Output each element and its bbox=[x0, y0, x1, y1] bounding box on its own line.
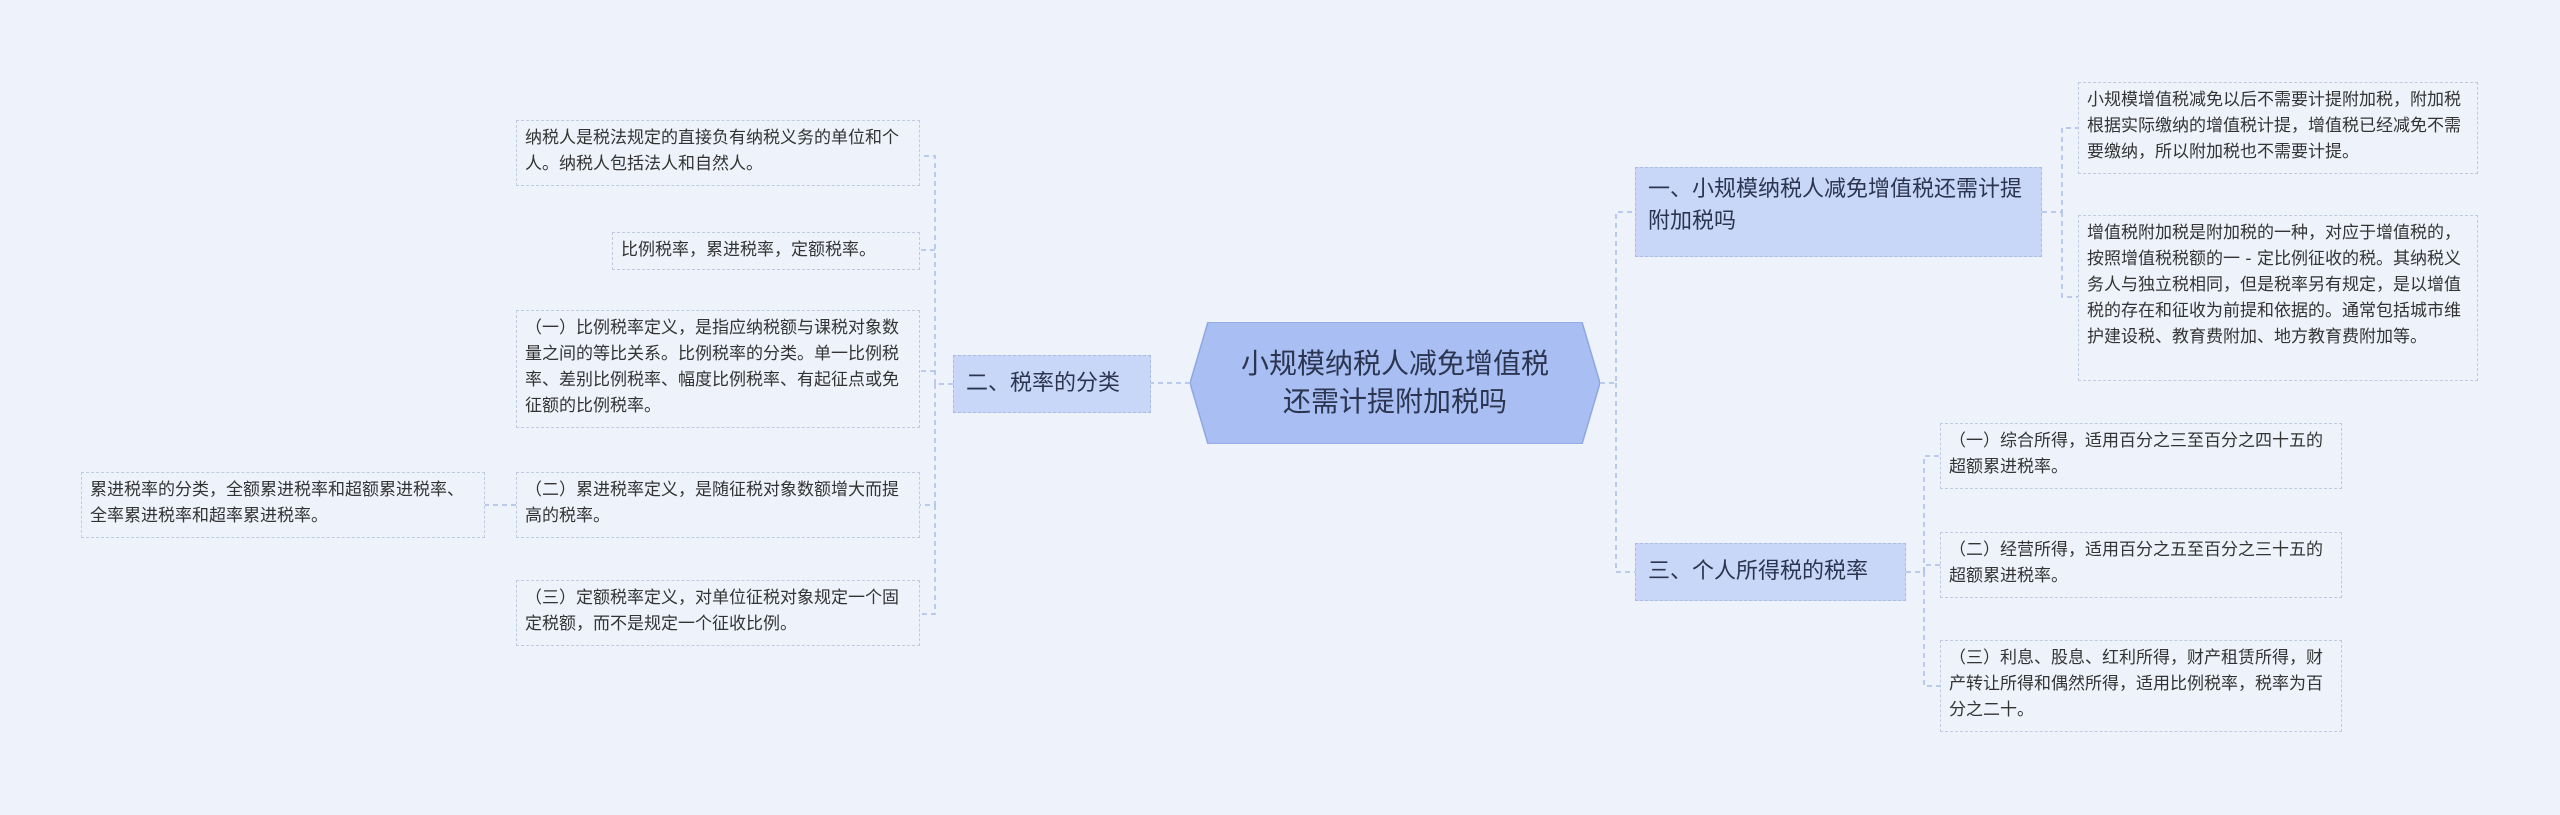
link-b3-l3b bbox=[1923, 564, 1940, 572]
leaf-1b-text: 增值税附加税是附加税的一种，对应于增值税的，按照增值税税额的一 - 定比例征收的… bbox=[2087, 223, 2461, 347]
branch-node-3[interactable]: 三、个人所得税的税率 bbox=[1635, 543, 1906, 601]
leaf-3c-text: （三）利息、股息、红利所得，财产租赁所得，财产转让所得和偶然所得，适用比例税率，… bbox=[1949, 648, 2323, 720]
root-label: 小规模纳税人减免增值税还需计提附加税吗 bbox=[1240, 347, 1549, 418]
link-b2-l2d bbox=[920, 384, 936, 506]
root-node[interactable]: 小规模纳税人减免增值税还需计提附加税吗 bbox=[1190, 322, 1600, 444]
leaf-3b[interactable]: （二）经营所得，适用百分之五至百分之三十五的超额累进税率。 bbox=[1940, 532, 2342, 598]
branch-node-1[interactable]: 一、小规模纳税人减免增值税还需计提附加税吗 bbox=[1635, 167, 2042, 257]
leaf-2d[interactable]: （二）累进税率定义，是随征税对象数额增大而提高的税率。 bbox=[516, 472, 920, 538]
leaf-3b-text: （二）经营所得，适用百分之五至百分之三十五的超额累进税率。 bbox=[1949, 540, 2323, 586]
leaf-2d-text: （二）累进税率定义，是随征税对象数额增大而提高的税率。 bbox=[525, 480, 899, 526]
leaf-2d1[interactable]: 累进税率的分类，全额累进税率和超额累进税率、全率累进税率和超率累进税率。 bbox=[81, 472, 485, 538]
leaf-2a-text: 纳税人是税法规定的直接负有纳税义务的单位和个人。纳税人包括法人和自然人。 bbox=[525, 128, 899, 174]
link-b2-l2a bbox=[920, 155, 953, 385]
leaf-1a[interactable]: 小规模增值税减免以后不需要计提附加税，附加税根据实际缴纳的增值税计提，增值税已经… bbox=[2078, 82, 2478, 174]
leaf-2c[interactable]: （一）比例税率定义，是指应纳税额与课税对象数量之间的等比关系。比例税率的分类。单… bbox=[516, 310, 920, 428]
leaf-2d1-text: 累进税率的分类，全额累进税率和超额累进税率、全率累进税率和超率累进税率。 bbox=[90, 480, 464, 526]
branch-node-2[interactable]: 二、税率的分类 bbox=[953, 355, 1151, 413]
branch-1-label: 一、小规模纳税人减免增值税还需计提附加税吗 bbox=[1648, 177, 2023, 234]
link-root-b3 bbox=[1615, 383, 1635, 573]
leaf-2a[interactable]: 纳税人是税法规定的直接负有纳税义务的单位和个人。纳税人包括法人和自然人。 bbox=[516, 120, 920, 186]
leaf-3a[interactable]: （一）综合所得，适用百分之三至百分之四十五的超额累进税率。 bbox=[1940, 423, 2342, 489]
branch-3-label: 三、个人所得税的税率 bbox=[1648, 559, 1869, 584]
leaf-2b[interactable]: 比例税率，累进税率，定额税率。 bbox=[612, 232, 920, 270]
link-b2-l2e bbox=[920, 505, 936, 615]
link-b1-l1b bbox=[2061, 212, 2078, 298]
root-hexagon-shape bbox=[1190, 322, 1600, 444]
leaf-2b-text: 比例税率，累进税率，定额税率。 bbox=[621, 240, 876, 260]
leaf-3c[interactable]: （三）利息、股息、红利所得，财产租赁所得，财产转让所得和偶然所得，适用比例税率，… bbox=[1940, 640, 2342, 732]
leaf-2e-text: （三）定额税率定义，对单位征税对象规定一个固定税额，而不是规定一个征收比例。 bbox=[525, 588, 899, 634]
leaf-2e[interactable]: （三）定额税率定义，对单位征税对象规定一个固定税额，而不是规定一个征收比例。 bbox=[516, 580, 920, 646]
leaf-3a-text: （一）综合所得，适用百分之三至百分之四十五的超额累进税率。 bbox=[1949, 431, 2323, 477]
leaf-1b[interactable]: 增值税附加税是附加税的一种，对应于增值税的，按照增值税税额的一 - 定比例征收的… bbox=[2078, 215, 2478, 381]
link-b3-l3a bbox=[1906, 455, 1940, 573]
link-b1-l1a bbox=[2042, 127, 2078, 213]
link-root-b1 bbox=[1600, 211, 1635, 384]
leaf-1a-text: 小规模增值税减免以后不需要计提附加税，附加税根据实际缴纳的增值税计提，增值税已经… bbox=[2087, 90, 2461, 162]
link-b3-l3c bbox=[1923, 572, 1940, 687]
leaf-2c-text: （一）比例税率定义，是指应纳税额与课税对象数量之间的等比关系。比例税率的分类。单… bbox=[525, 318, 899, 416]
branch-2-label: 二、税率的分类 bbox=[966, 371, 1121, 396]
